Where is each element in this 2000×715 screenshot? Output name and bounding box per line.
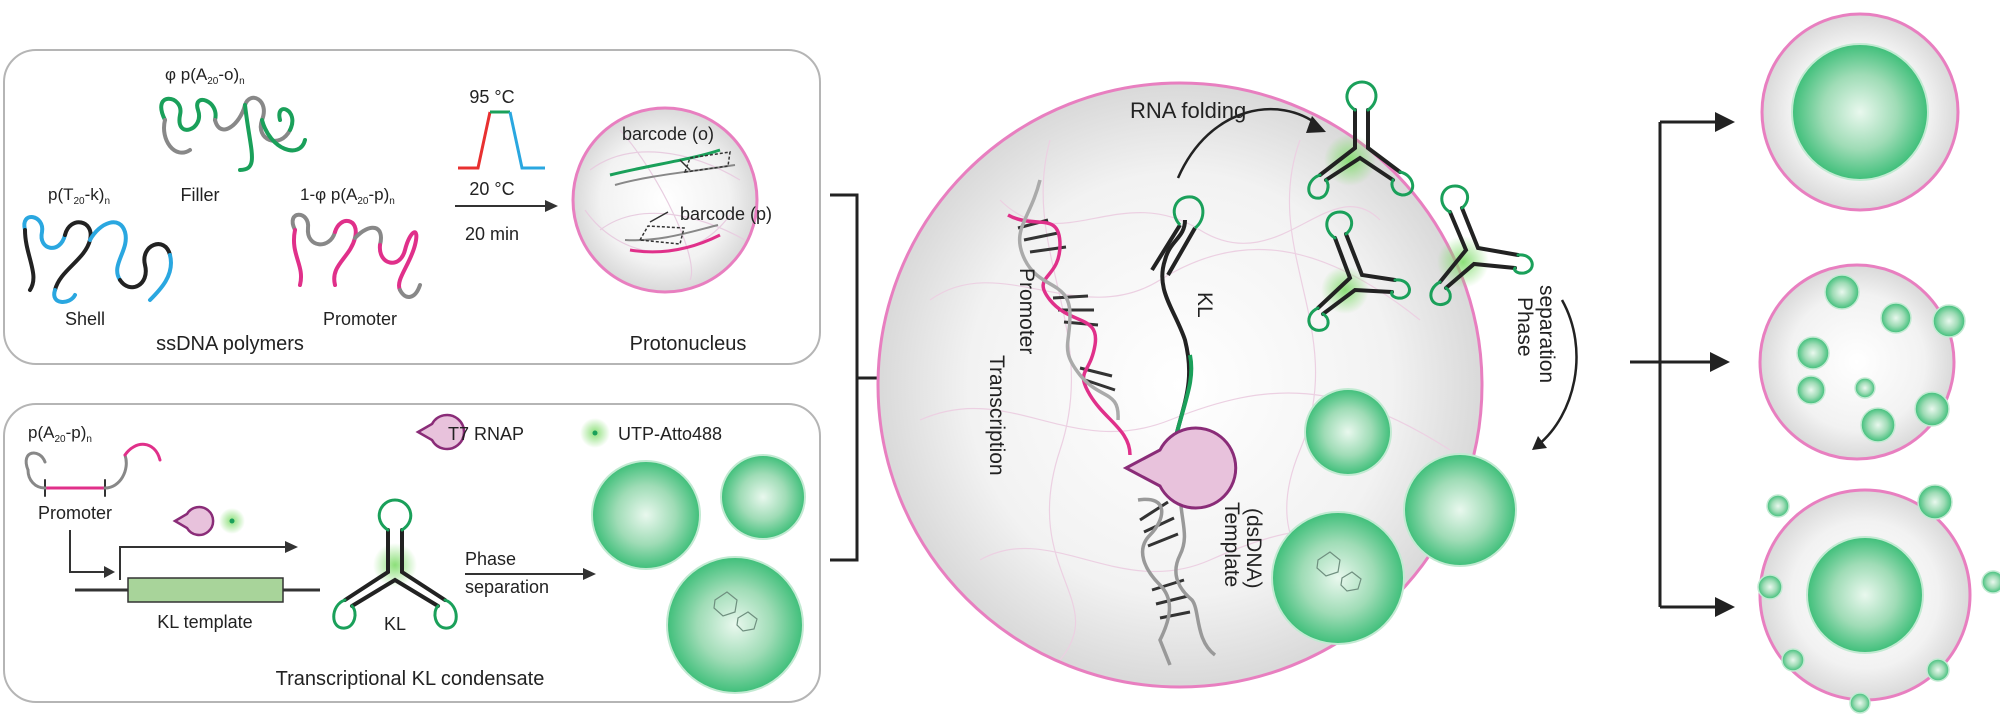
anneal-arrowhead bbox=[545, 200, 558, 212]
caption-kl-condensate: Transcriptional KL condensate bbox=[276, 668, 545, 690]
promoter-bind-arrow bbox=[69, 530, 104, 573]
promoter-formula: 1-φ p(A20-p)n bbox=[300, 185, 395, 207]
utp-small-dot bbox=[229, 518, 235, 524]
condensate-droplet-2 bbox=[720, 454, 806, 540]
phase-sep-label-2: separation bbox=[465, 577, 549, 597]
kl-hairpin-stem bbox=[1150, 223, 1197, 276]
outcome-small-droplets bbox=[1796, 274, 1966, 443]
condensate-droplet-3 bbox=[666, 556, 804, 694]
branch-arrowhead-middle bbox=[1710, 352, 1730, 372]
branch-arrowhead-top bbox=[1715, 112, 1735, 132]
promoter-bind-arrowhead bbox=[104, 566, 115, 578]
kl-hairpin-loop bbox=[1172, 195, 1205, 230]
bottom-polymer-formula: p(A20-p)n bbox=[28, 423, 92, 445]
phase-sep-label-1: Phase bbox=[465, 549, 516, 569]
rna-folding-label: RNA folding bbox=[1130, 98, 1246, 123]
condensate-network bbox=[713, 591, 758, 632]
outcome-surface-droplets bbox=[1757, 484, 2000, 714]
outcome-single-droplet bbox=[1791, 43, 1929, 181]
rna-folding-arrowhead bbox=[1306, 116, 1326, 133]
bottom-promoter-strand bbox=[24, 442, 162, 497]
condensate-droplet-1 bbox=[591, 460, 701, 570]
nascent-rna-green bbox=[1173, 354, 1194, 441]
filler-formula: φ p(A20-o)n bbox=[165, 65, 245, 87]
filler-polymer bbox=[159, 95, 307, 172]
utp-legend-label: UTP-Atto488 bbox=[618, 424, 722, 444]
shell-label: Shell bbox=[65, 309, 105, 329]
phase-sep-arrowhead bbox=[583, 568, 596, 580]
shell-formula: p(T20-k)n bbox=[48, 185, 110, 207]
anneal-time: 20 min bbox=[465, 224, 519, 244]
promoter-label: Promoter bbox=[323, 309, 397, 329]
dsdna-template-helix bbox=[1007, 179, 1217, 666]
caption-protonucleus: Protonucleus bbox=[630, 333, 747, 355]
shell-polymer bbox=[22, 215, 173, 304]
kl-center-label: KL bbox=[1193, 292, 1216, 318]
filler-label: Filler bbox=[181, 185, 220, 205]
rnap-small-icon bbox=[172, 505, 215, 537]
kl-motif-center-2 bbox=[1307, 210, 1411, 332]
kl-template-box bbox=[127, 577, 284, 603]
transcription-center-label: Transcription bbox=[985, 355, 1008, 476]
utp-legend-dot bbox=[592, 430, 598, 436]
outcome-core-droplet bbox=[1806, 536, 1924, 654]
caption-ssdna: ssDNA polymers bbox=[156, 333, 304, 355]
phase-sep-center-arrowhead bbox=[1532, 436, 1547, 450]
center-droplet-1 bbox=[1304, 388, 1392, 476]
kl-motif-bottom bbox=[332, 498, 458, 630]
promoter-polymer bbox=[290, 212, 422, 299]
center-droplet-network bbox=[1316, 551, 1362, 592]
transcription-arrow bbox=[119, 546, 285, 580]
template-center-label-1: Template bbox=[1220, 502, 1243, 587]
center-droplet-2 bbox=[1403, 453, 1517, 567]
barcode-o-label: barcode (o) bbox=[622, 124, 714, 144]
phase-center-label-2: separation bbox=[1535, 285, 1558, 383]
phase-sep-center-arrow bbox=[1537, 299, 1578, 446]
rnap-large-icon bbox=[1122, 426, 1238, 510]
rnap-legend-label: T7 RNAP bbox=[448, 424, 524, 444]
phase-center-label-1: Phase bbox=[1513, 297, 1536, 357]
temp-low: 20 °C bbox=[469, 179, 514, 199]
rna-folding-arrow bbox=[1176, 107, 1319, 179]
branch-arrowhead-bottom bbox=[1715, 597, 1735, 617]
kl-motif-center-1 bbox=[1307, 80, 1415, 200]
kl-template-label: KL template bbox=[157, 612, 252, 632]
center-droplet-3 bbox=[1271, 511, 1405, 645]
kl-motif-center-3 bbox=[1429, 184, 1534, 307]
temp-high: 95 °C bbox=[469, 87, 514, 107]
rnap-legend-icon bbox=[415, 413, 466, 451]
promoter-center-label: Promoter bbox=[1015, 268, 1038, 354]
bottom-promoter-label: Promoter bbox=[38, 503, 112, 523]
branch-connector bbox=[1630, 120, 1715, 609]
kl-label-bottom: KL bbox=[384, 614, 406, 634]
protonucleus bbox=[571, 106, 759, 294]
temperature-profile bbox=[458, 110, 545, 170]
barcode-p-label: barcode (p) bbox=[680, 204, 772, 224]
template-center-label-2: (dsDNA) bbox=[1242, 508, 1265, 589]
transcription-arrowhead bbox=[285, 541, 298, 553]
